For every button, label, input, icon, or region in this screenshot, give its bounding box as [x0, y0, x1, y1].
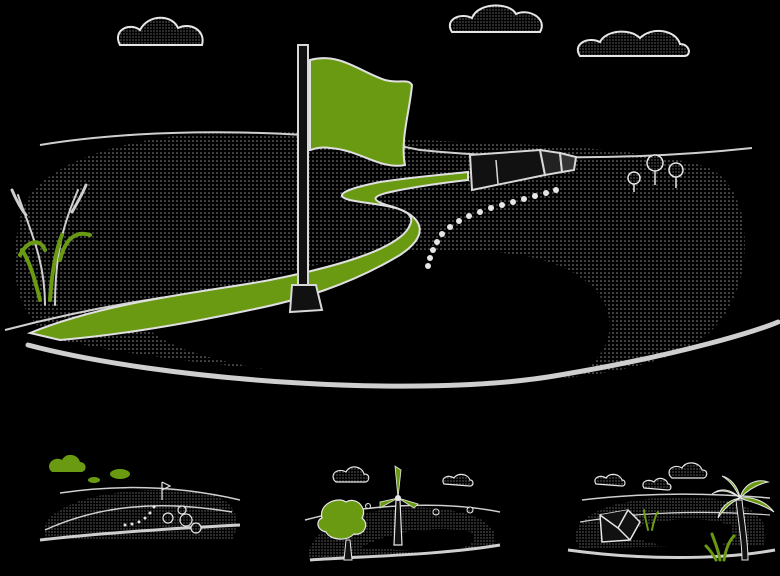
thumbnail-palm-beach	[567, 462, 776, 562]
thumbnail-wind-turbine	[304, 465, 501, 562]
cloud-icon	[332, 466, 370, 483]
dotted-trail	[425, 187, 559, 269]
cloud-icon	[594, 473, 626, 487]
tree-icon	[317, 499, 367, 561]
cloud-icon	[449, 4, 543, 33]
tree-icon	[365, 503, 474, 516]
cloud-icon	[88, 469, 130, 483]
flag-icon	[161, 481, 172, 500]
hill-curve	[25, 319, 780, 389]
tunnel-pipe-icon	[468, 148, 578, 192]
reeds-icon	[643, 509, 659, 531]
palm-tree-icon	[711, 475, 775, 561]
cloud-icon	[49, 454, 86, 472]
flag-icon	[288, 44, 414, 314]
tree-icon	[162, 505, 202, 534]
trees-icon	[627, 154, 684, 192]
cloud-icon	[577, 29, 690, 57]
reeds-icon	[10, 183, 92, 306]
cloud-icon	[442, 473, 474, 487]
reeds-icon	[704, 532, 736, 562]
wind-turbine-icon	[379, 465, 419, 546]
dotted-trail	[123, 505, 156, 527]
cloud-icon	[117, 16, 204, 46]
cloud-icon	[642, 477, 672, 491]
box-icon	[599, 509, 641, 543]
main-scene	[4, 4, 780, 389]
cloud-icon	[668, 462, 708, 479]
horizon-line	[39, 131, 753, 159]
thumbnail-hills-trail	[39, 454, 241, 542]
